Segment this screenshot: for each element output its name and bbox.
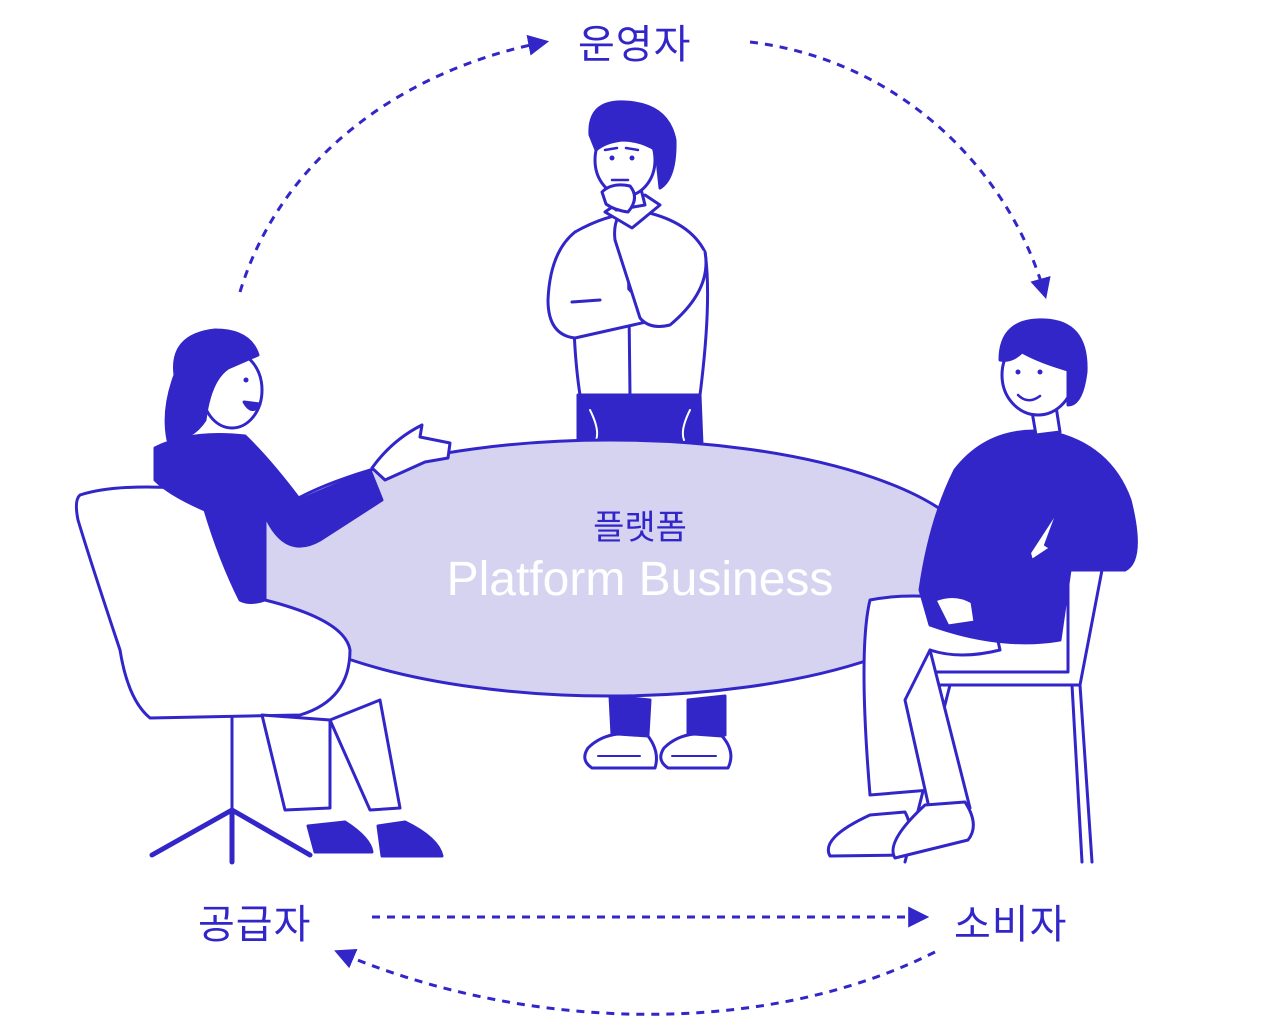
arrow-operator-to-consumer <box>749 40 1051 300</box>
consumer-label: 소비자 <box>954 902 1068 948</box>
table-subtitle: Platform Business <box>446 553 834 606</box>
arrow-consumer-to-supplier <box>334 948 936 1016</box>
supplier-label: 공급자 <box>198 902 312 948</box>
operator-figure <box>546 100 710 447</box>
operator-legs <box>583 694 733 770</box>
table-title: 플랫폼 <box>593 508 687 548</box>
operator-label: 운영자 <box>578 22 692 68</box>
consumer-figure <box>827 318 1138 864</box>
supplier-figure <box>74 328 452 865</box>
arrow-supplier-to-operator <box>238 34 550 293</box>
